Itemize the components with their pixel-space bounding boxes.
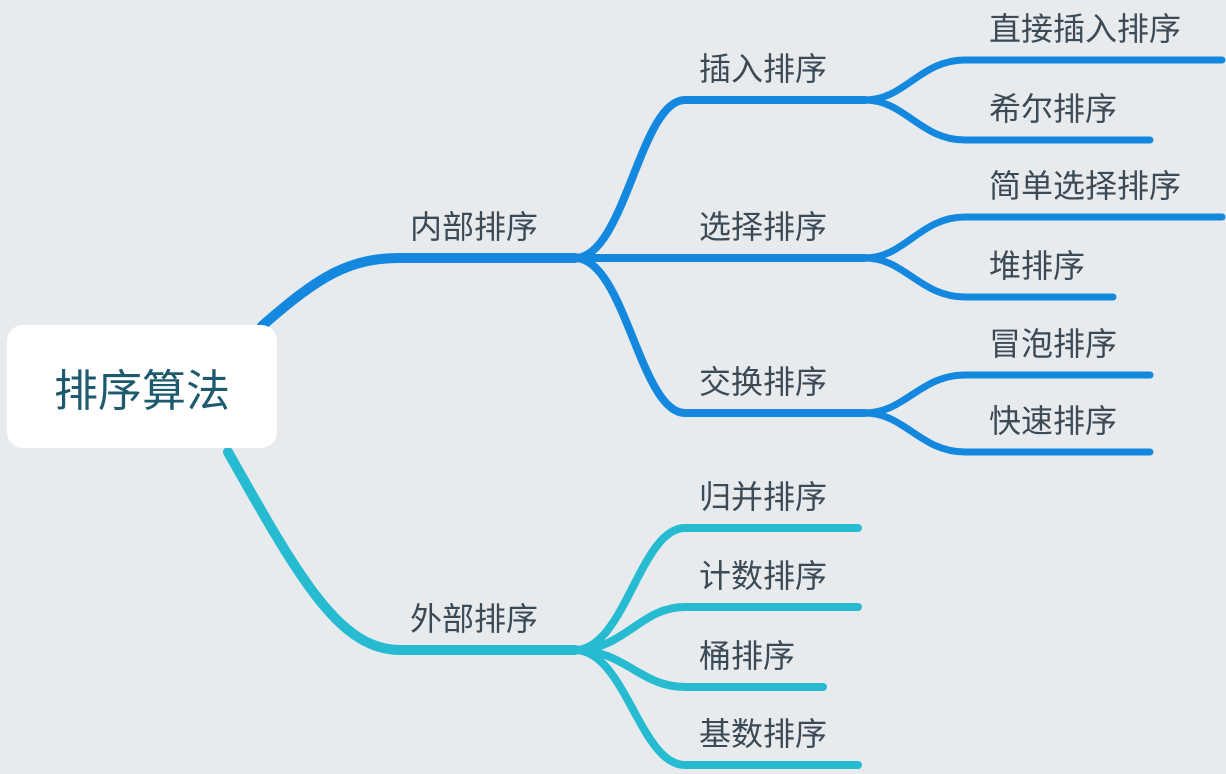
child-node[interactable]: 交换排序 <box>699 363 828 401</box>
branch-node[interactable]: 内部排序 <box>410 208 539 246</box>
child-node[interactable]: 插入排序 <box>699 50 828 88</box>
branch-line-internal <box>257 253 580 331</box>
grandchild-line <box>861 254 1117 301</box>
root-label: 排序算法 <box>54 365 230 417</box>
leaf-node[interactable]: 简单选择排序 <box>989 167 1182 205</box>
child-node[interactable]: 归并排序 <box>699 478 828 516</box>
child-node[interactable]: 选择排序 <box>699 208 828 246</box>
leaf-node[interactable]: 堆排序 <box>989 247 1086 285</box>
child-line <box>571 96 869 262</box>
leaf-node[interactable]: 直接插入排序 <box>989 10 1182 48</box>
grandchild-line <box>861 409 1154 456</box>
branch-line-external <box>223 447 580 655</box>
grandchild-line <box>861 213 1226 262</box>
child-node[interactable]: 桶排序 <box>699 637 796 675</box>
child-line <box>571 646 862 769</box>
root-node[interactable]: 排序算法 <box>7 325 277 448</box>
child-line <box>571 254 869 417</box>
leaf-node[interactable]: 快速排序 <box>989 402 1118 440</box>
leaf-node[interactable]: 希尔排序 <box>989 90 1118 128</box>
leaf-node[interactable]: 冒泡排序 <box>989 325 1118 363</box>
child-node[interactable]: 基数排序 <box>699 715 828 753</box>
child-node[interactable]: 计数排序 <box>699 557 828 595</box>
grandchild-line <box>861 96 1154 144</box>
branch-node[interactable]: 外部排序 <box>410 600 539 638</box>
